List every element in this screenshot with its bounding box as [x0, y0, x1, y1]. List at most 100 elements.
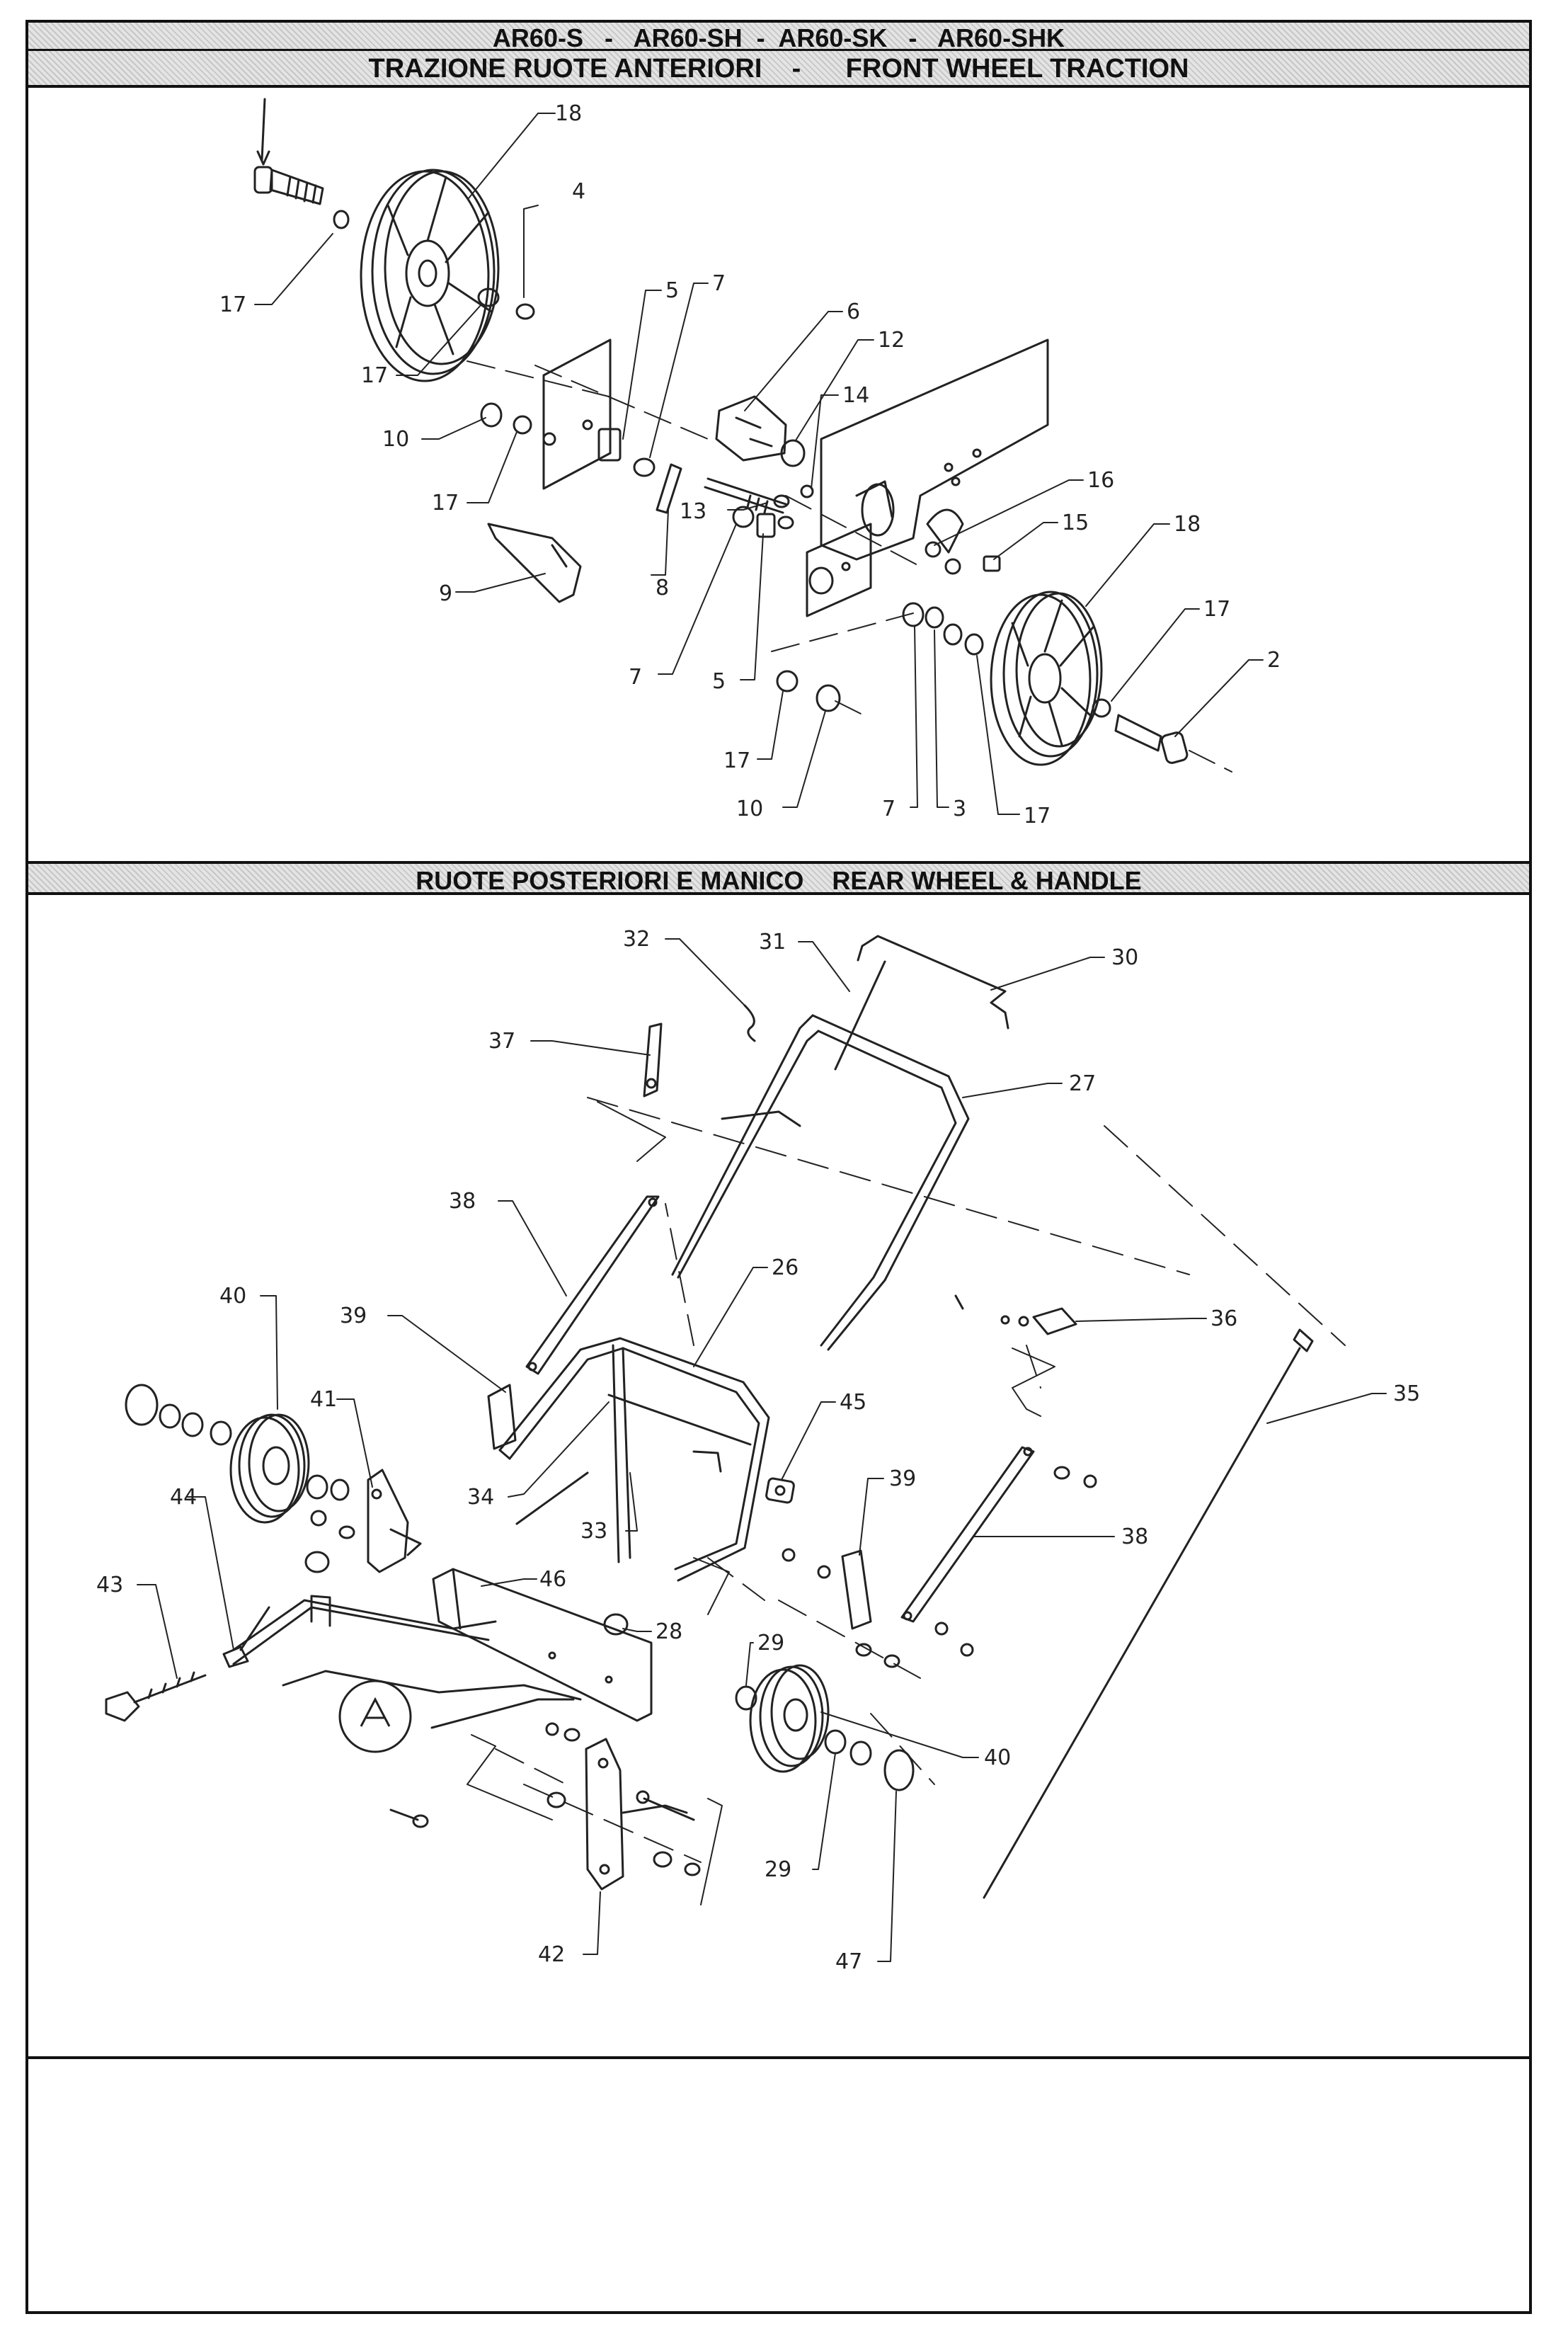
rear-wheel-left-40 [229, 1413, 310, 1524]
rear-section-header: RUOTE POSTERIORI E MANICO REAR WHEEL & H… [25, 861, 1532, 895]
wheel-bracket-42 [585, 1738, 688, 1891]
handle-rod-38-left [525, 1195, 660, 1375]
front-spacer-left [333, 210, 350, 229]
rear-label-41: 41 [310, 1387, 337, 1412]
rear-label-33: 33 [580, 1519, 607, 1544]
washer-center [777, 515, 794, 530]
rear-label-37: 37 [488, 1029, 515, 1054]
washer-mid-4 [883, 1654, 900, 1668]
rear-label-39a: 39 [340, 1304, 367, 1328]
bearing-29-upper [735, 1685, 757, 1711]
front-wheel-left [360, 169, 500, 382]
axle-bolt-rear [636, 1790, 695, 1821]
wheel-bracket-41 [367, 1469, 422, 1573]
front-label-17a: 17 [219, 292, 246, 317]
front-nut-upper [633, 457, 656, 477]
rear-label-42: 42 [538, 1942, 565, 1967]
washer-3b [943, 623, 963, 646]
rear-label-46: 46 [539, 1567, 566, 1592]
nut-rear-left-small [310, 1510, 327, 1527]
front-label-10b: 10 [736, 797, 763, 821]
front-label-10a: 10 [382, 427, 409, 452]
marker-a [360, 1697, 391, 1727]
rear-label-26: 26 [772, 1255, 799, 1280]
rear-label-43: 43 [96, 1573, 123, 1597]
rear-label-30: 30 [1111, 945, 1138, 970]
cable-31 [834, 960, 886, 1071]
front-label-18b: 18 [1174, 512, 1201, 537]
front-section-title: TRAZIONE RUOTE ANTERIORI - FRONT WHEEL T… [368, 54, 1189, 84]
washer-right-2 [944, 558, 961, 575]
linkage-33 [515, 1471, 589, 1525]
front-nut-left [515, 303, 535, 320]
front-label-3: 3 [953, 797, 966, 821]
front-label-13: 13 [680, 499, 706, 524]
rear-label-40a: 40 [219, 1284, 246, 1309]
front-axle-bolt [253, 98, 324, 205]
washer-rear-left-2 [181, 1412, 204, 1437]
washer-right-1 [925, 541, 942, 558]
bracket-39-right [841, 1549, 872, 1630]
front-center-lines [467, 360, 1232, 773]
nut-deck-3 [546, 1791, 566, 1808]
handle-bracket-36 [954, 1294, 1077, 1335]
hex-nut-15 [983, 555, 1001, 572]
circlip-left [125, 1384, 159, 1426]
cable-35 [983, 1328, 1314, 1899]
nut-lower-right [684, 1862, 701, 1876]
nut-28 [603, 1613, 629, 1636]
front-label-5a: 5 [665, 278, 679, 303]
rear-label-27: 27 [1069, 1071, 1096, 1096]
front-label-6: 6 [847, 300, 860, 324]
front-section-header: TRAZIONE RUOTE ANTERIORI - FRONT WHEEL T… [25, 51, 1532, 88]
front-bearing-left [477, 287, 500, 307]
rear-label-31: 31 [759, 930, 786, 954]
washer-rear-left-1 [159, 1403, 181, 1429]
circlip-47 [883, 1749, 915, 1791]
front-label-5b: 5 [712, 669, 726, 694]
bearing-29-lower [824, 1729, 847, 1755]
front-label-17e: 17 [723, 748, 750, 773]
rear-label-34: 34 [467, 1485, 494, 1510]
handle-top-bar-30 [857, 935, 1009, 1030]
spacer-plate-right [756, 513, 776, 538]
nut-7-lower [902, 602, 925, 627]
drive-pulley-small [780, 439, 806, 467]
rear-label-29a: 29 [757, 1631, 784, 1655]
handle-upper-frame-27 [671, 1014, 970, 1351]
models-title: AR60-S - AR60-SH - AR60-SK - AR60-SHK [492, 23, 1065, 52]
handle-rod-38-right [900, 1446, 1035, 1623]
rear-label-36: 36 [1211, 1306, 1237, 1331]
rear-label-32: 32 [623, 927, 650, 952]
rear-label-39b: 39 [889, 1466, 916, 1491]
washer-mid-3 [855, 1643, 872, 1657]
front-label-14: 14 [842, 383, 869, 408]
front-label-8: 8 [656, 576, 669, 600]
front-label-2: 2 [1267, 648, 1281, 673]
rear-label-35: 35 [1393, 1381, 1420, 1406]
front-label-15: 15 [1062, 511, 1089, 535]
front-label-7a: 7 [712, 271, 726, 296]
front-label-4: 4 [572, 179, 585, 204]
rear-label-38a: 38 [449, 1189, 476, 1214]
front-label-7b: 7 [629, 665, 642, 690]
bearing-right [1092, 698, 1111, 718]
cable-clip-32 [743, 1004, 756, 1042]
front-label-9: 9 [439, 581, 452, 606]
rear-label-38b: 38 [1121, 1525, 1148, 1549]
washer-mid-6 [960, 1643, 974, 1657]
front-label-17f: 17 [1024, 804, 1051, 828]
front-bracket-right [806, 523, 872, 617]
front-wheel-right [990, 591, 1103, 766]
washer-mid-1 [782, 1548, 796, 1562]
handle-rod-34 [607, 1394, 752, 1446]
nut-deck-2 [563, 1728, 580, 1742]
front-label-17c: 17 [432, 491, 459, 515]
handle-lower-frame-26 [498, 1337, 770, 1582]
washer-mid-2 [817, 1565, 831, 1579]
rear-section-title: RUOTE POSTERIORI E MANICO REAR WHEEL & H… [416, 866, 1142, 895]
front-label-18: 18 [555, 101, 582, 126]
nut-deck-1 [545, 1722, 559, 1736]
front-label-17d: 17 [1203, 597, 1230, 622]
washer-rear-left-3 [210, 1420, 232, 1446]
